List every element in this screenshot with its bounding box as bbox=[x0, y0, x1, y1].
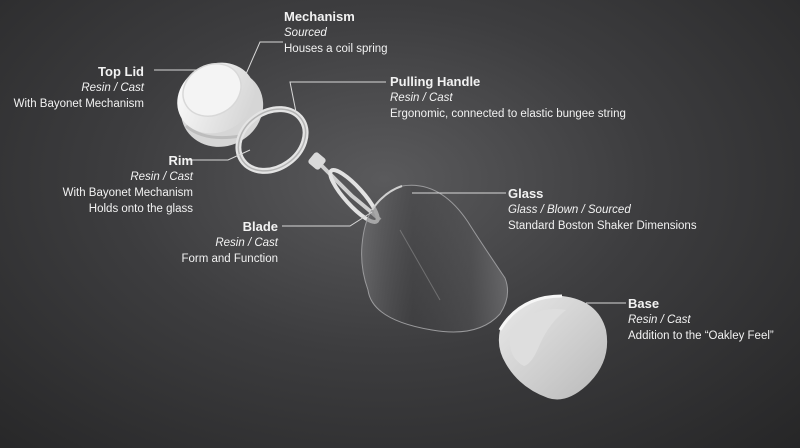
blade-material: Resin / Cast bbox=[215, 237, 278, 249]
blade-label: Blade Resin / Cast Form and Function bbox=[181, 218, 278, 267]
top-lid-desc: With Bayonet Mechanism bbox=[13, 98, 144, 110]
glass-material: Glass / Blown / Sourced bbox=[508, 204, 631, 216]
glass-name: Glass bbox=[508, 186, 544, 201]
rim-name: Rim bbox=[168, 153, 193, 168]
rim-desc-2: Holds onto the glass bbox=[88, 203, 193, 215]
base-label: Base Resin / Cast Addition to the “Oakle… bbox=[628, 295, 774, 344]
mechanism-leader bbox=[245, 41, 283, 75]
mechanism-label: Mechanism Sourced Houses a coil spring bbox=[284, 8, 388, 57]
blade-name: Blade bbox=[242, 219, 278, 234]
glass-desc: Standard Boston Shaker Dimensions bbox=[508, 220, 697, 232]
rim-part bbox=[235, 106, 309, 174]
mechanism-material: Sourced bbox=[284, 27, 327, 39]
rim-desc-1: With Bayonet Mechanism bbox=[62, 187, 193, 199]
pulling-handle-material: Resin / Cast bbox=[390, 92, 453, 104]
top-lid-part bbox=[177, 62, 264, 147]
rim-leader bbox=[186, 149, 251, 161]
callout-lines bbox=[154, 41, 626, 304]
base-material: Resin / Cast bbox=[628, 314, 691, 326]
rim-label: Rim Resin / Cast With Bayonet Mechanism … bbox=[63, 152, 193, 217]
rim-material: Resin / Cast bbox=[130, 171, 193, 183]
pulling-handle-leader bbox=[289, 81, 386, 113]
glass-part bbox=[361, 184, 509, 333]
blade-leader bbox=[282, 211, 373, 227]
blade-desc: Form and Function bbox=[181, 253, 278, 265]
mechanism-desc: Houses a coil spring bbox=[284, 43, 388, 55]
mechanism-name: Mechanism bbox=[284, 9, 355, 24]
pulling-handle-label: Pulling Handle Resin / Cast Ergonomic, c… bbox=[390, 73, 626, 122]
base-part bbox=[498, 294, 608, 400]
top-lid-label: Top Lid Resin / Cast With Bayonet Mechan… bbox=[14, 63, 144, 112]
base-name: Base bbox=[628, 296, 660, 311]
top-lid-name: Top Lid bbox=[98, 64, 144, 79]
base-desc: Addition to the “Oakley Feel” bbox=[628, 330, 774, 342]
pulling-handle-desc: Ergonomic, connected to elastic bungee s… bbox=[390, 108, 626, 120]
pulling-handle-name: Pulling Handle bbox=[390, 74, 481, 89]
top-lid-material: Resin / Cast bbox=[81, 82, 144, 94]
glass-label: Glass Glass / Blown / Sourced Standard B… bbox=[508, 185, 697, 234]
